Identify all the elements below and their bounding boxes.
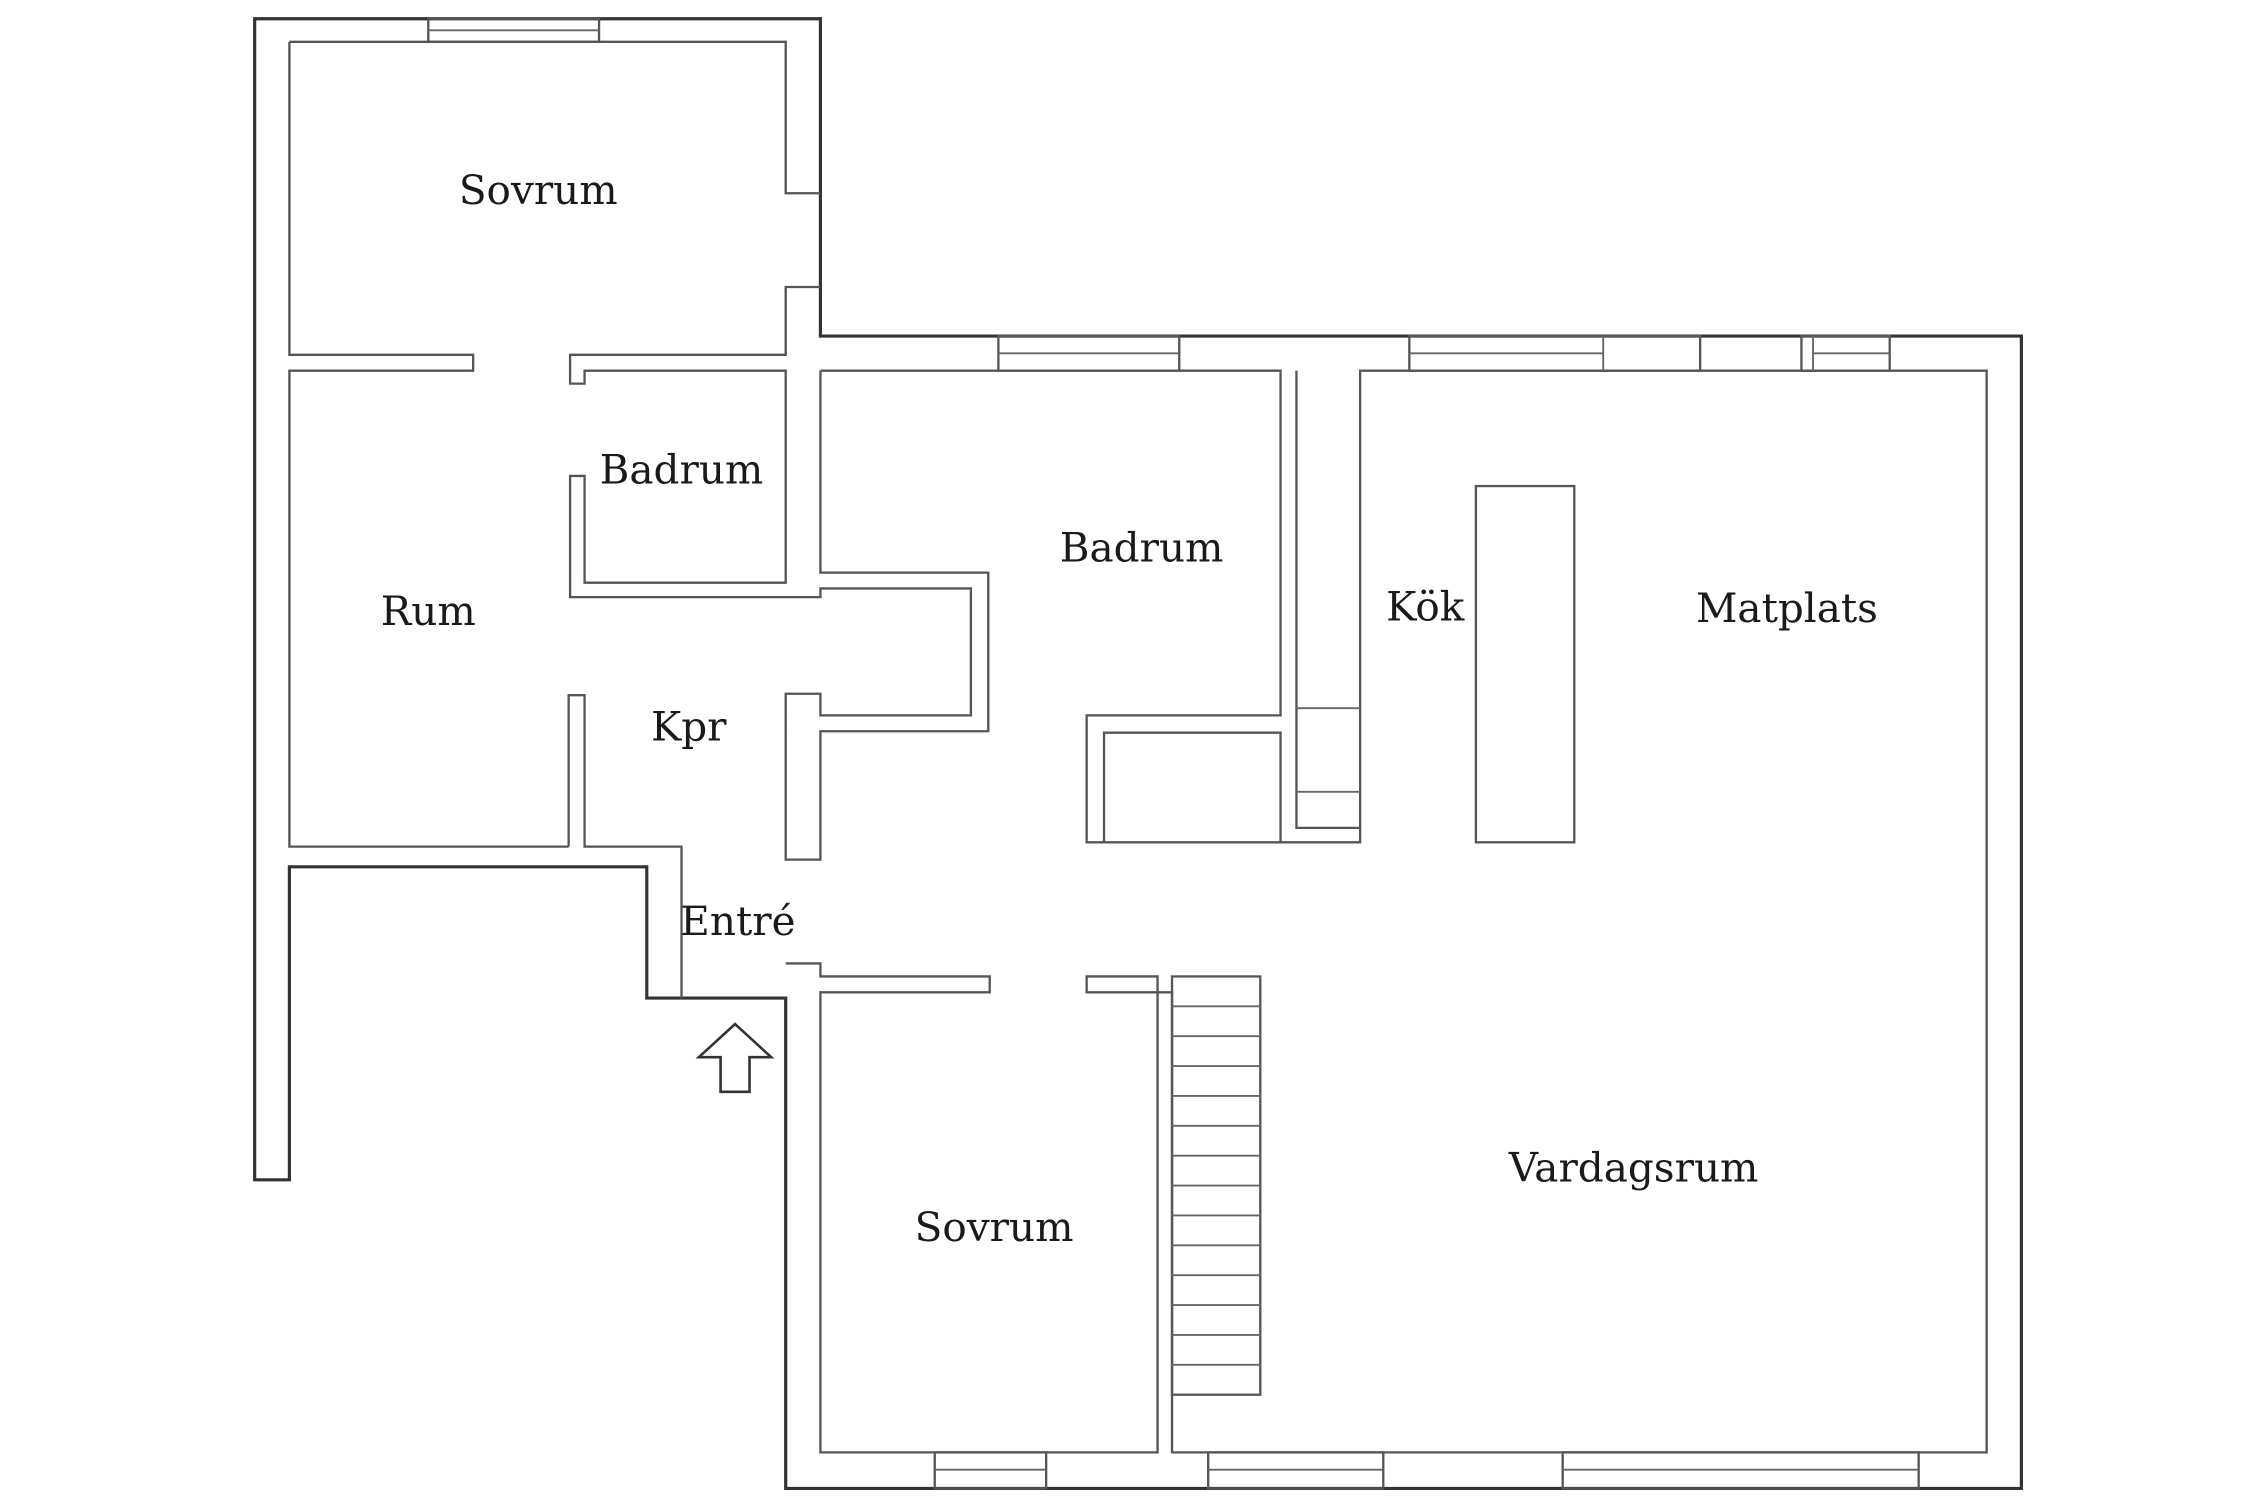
- window-sovrum-top: [427, 17, 601, 43]
- window-sovrum-bottom: [933, 1451, 1048, 1490]
- kitchen-counter: [1295, 370, 1361, 830]
- label-sovrum-bottom: Sovrum: [915, 1203, 1074, 1251]
- wall-badrum-inner-block: [1102, 731, 1282, 843]
- wall-sovrum-top-right: [568, 285, 990, 861]
- staircase: [1170, 975, 1262, 1396]
- label-kpr: Kpr: [651, 702, 727, 750]
- label-badrum-center: Badrum: [1060, 524, 1224, 572]
- inner-wall-left-side: [288, 41, 569, 848]
- room-labels: Sovrum Badrum Rum Kpr Entré Badrum Kök M…: [381, 166, 1878, 1251]
- outer-walls: [253, 17, 2023, 1491]
- label-kok: Kök: [1386, 583, 1465, 631]
- outer-wall-left-wing: [253, 17, 2023, 1491]
- window-matplats: [1800, 334, 1891, 372]
- label-sovrum-top: Sovrum: [459, 166, 618, 214]
- label-badrum-small: Badrum: [600, 446, 764, 494]
- entrance-arrow-icon: [695, 1022, 775, 1094]
- window-badrum-center: [997, 334, 1181, 372]
- window-vardagsrum-2: [1561, 1451, 1920, 1490]
- window-kok: [1408, 334, 1702, 372]
- inner-wall-right-top: [785, 369, 1988, 1454]
- label-vardagsrum: Vardagsrum: [1508, 1144, 1759, 1192]
- label-matplats: Matplats: [1696, 584, 1878, 632]
- label-rum: Rum: [381, 587, 476, 635]
- window-vardagsrum-1: [1207, 1451, 1385, 1490]
- windows: [427, 17, 1920, 1490]
- label-entre: Entré: [680, 897, 795, 945]
- wall-rum-right: [567, 694, 683, 999]
- kitchen-island: [1474, 484, 1576, 844]
- interior-walls: [567, 285, 1576, 999]
